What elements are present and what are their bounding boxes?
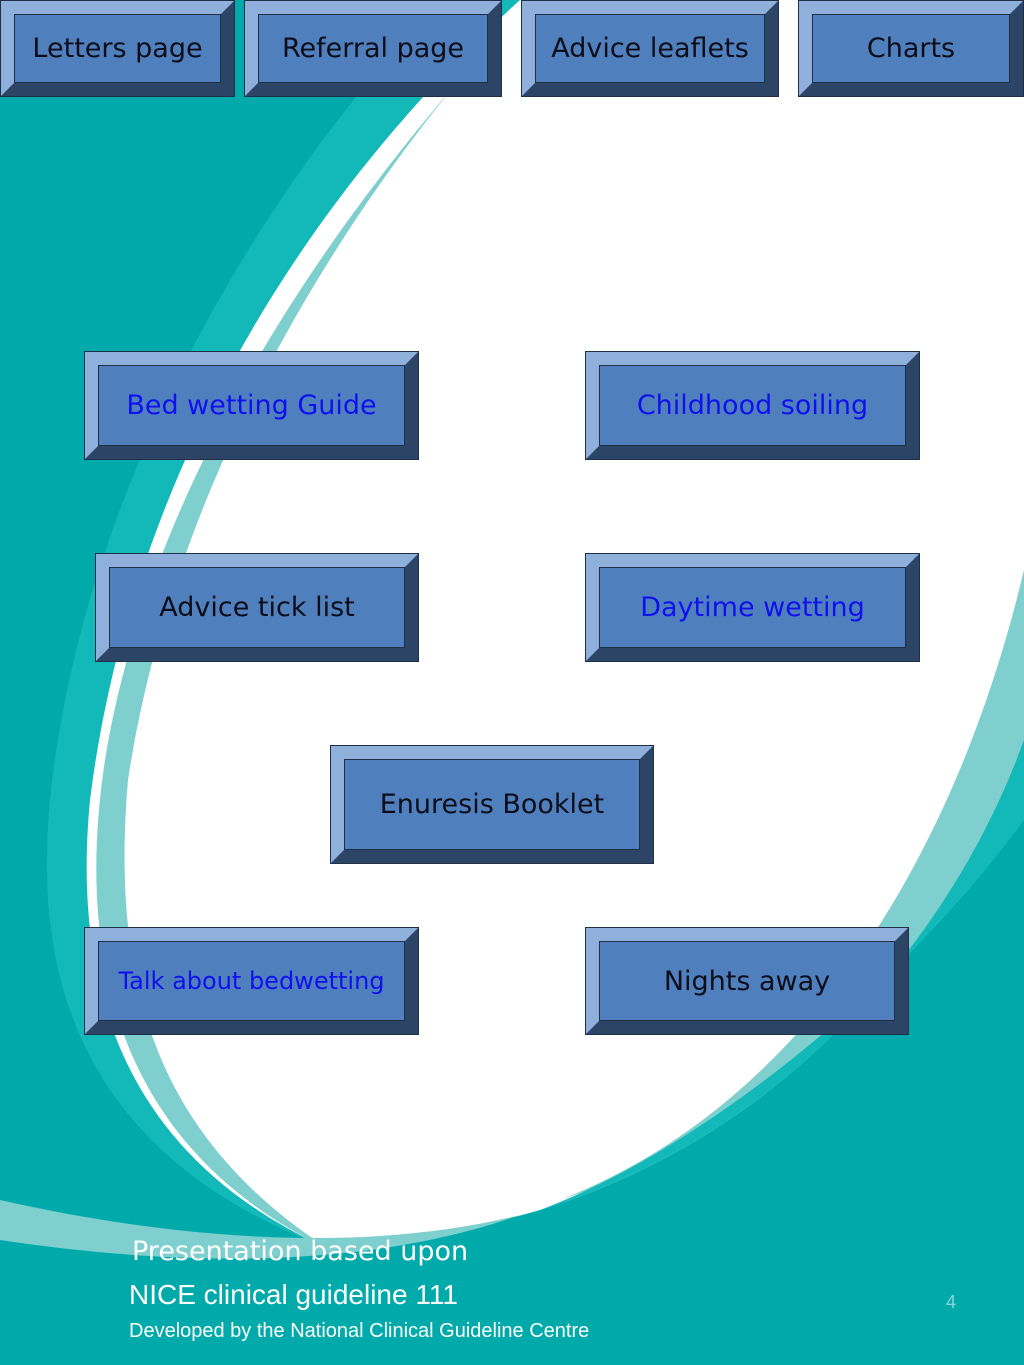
letters-page-label: Letters page [32, 33, 203, 64]
daytime-wetting-label: Daytime wetting [640, 592, 865, 623]
footer-presentation-line: Presentation based upon [132, 1236, 469, 1267]
referral-page-button[interactable]: Referral page [244, 0, 502, 97]
enuresis-booklet-button[interactable]: Enuresis Booklet [330, 745, 654, 864]
charts-label: Charts [866, 33, 956, 64]
nights-away-button[interactable]: Nights away [585, 927, 909, 1035]
bed-wetting-guide-label: Bed wetting Guide [126, 390, 377, 421]
footer-developer-line: Developed by the National Clinical Guide… [129, 1320, 590, 1342]
letters-page-button[interactable]: Letters page [0, 0, 235, 97]
advice-tick-list-label: Advice tick list [159, 592, 355, 623]
advice-leaflets-button[interactable]: Advice leaflets [521, 0, 779, 97]
bed-wetting-guide-button[interactable]: Bed wetting Guide [84, 351, 419, 460]
enuresis-booklet-label: Enuresis Booklet [379, 789, 605, 820]
advice-tick-list-button[interactable]: Advice tick list [95, 553, 419, 662]
talk-about-bedwetting-button[interactable]: Talk about bedwetting [84, 927, 419, 1035]
childhood-soiling-button[interactable]: Childhood soiling [585, 351, 920, 460]
talk-about-bedwetting-label: Talk about bedwetting [118, 967, 385, 995]
advice-leaflets-label: Advice leaflets [551, 33, 749, 64]
referral-page-label: Referral page [281, 33, 465, 64]
slide-number: 4 [946, 1292, 957, 1312]
daytime-wetting-button[interactable]: Daytime wetting [585, 553, 920, 662]
nights-away-label: Nights away [663, 965, 831, 997]
charts-button[interactable]: Charts [798, 0, 1024, 97]
childhood-soiling-label: Childhood soiling [636, 390, 869, 421]
footer-guideline-line: NICE clinical guideline 111 [129, 1279, 458, 1310]
